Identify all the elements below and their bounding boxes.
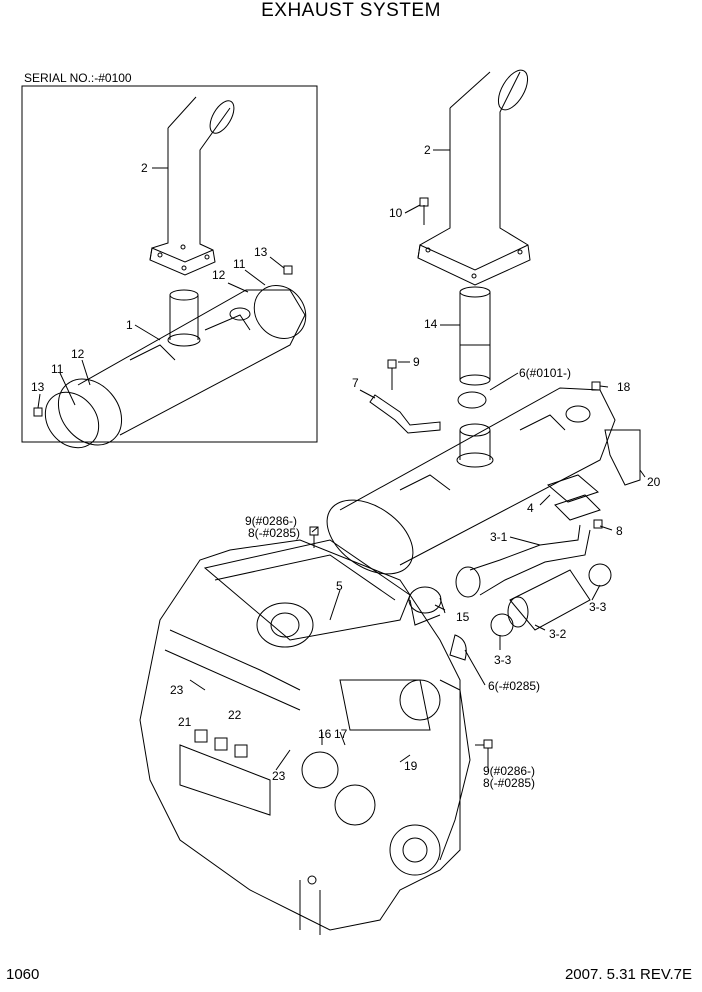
callout-6-later: 6(#0101-) bbox=[519, 366, 572, 380]
callout-7: 7 bbox=[352, 376, 359, 390]
leader-lines bbox=[37, 149, 646, 771]
callout-4: 4 bbox=[527, 501, 534, 515]
serial-note: SERIAL NO.:-#0100 bbox=[24, 71, 132, 85]
inset-frame bbox=[21, 85, 318, 443]
flex-pipe bbox=[455, 524, 591, 598]
callout-8: 8 bbox=[616, 524, 623, 538]
callout-8-serial-lower: 8(-#0285) bbox=[483, 776, 536, 790]
callout-14: 14 bbox=[424, 317, 438, 331]
callout-11-inset-right: 11 bbox=[233, 257, 246, 271]
callout-18: 18 bbox=[617, 380, 631, 394]
callout-22: 22 bbox=[228, 708, 242, 722]
clamp bbox=[449, 634, 467, 661]
bracket bbox=[369, 394, 441, 434]
main-muffler bbox=[326, 387, 616, 575]
callout-1: 1 bbox=[126, 318, 133, 332]
callout-21: 21 bbox=[178, 715, 192, 729]
callout-13-inset-right: 13 bbox=[254, 245, 268, 259]
callout-10: 10 bbox=[389, 206, 403, 220]
callout-23-bottom: 23 bbox=[272, 769, 286, 783]
callout-3-3-right: 3-3 bbox=[589, 600, 607, 614]
callout-9: 9 bbox=[413, 355, 420, 369]
side-bracket bbox=[604, 429, 641, 486]
pipe-sleeve bbox=[507, 569, 591, 631]
hose-clamp bbox=[490, 613, 514, 637]
inner-pipe bbox=[459, 286, 491, 386]
callout-17: 17 bbox=[334, 727, 348, 741]
callout-12-inset-left: 12 bbox=[71, 347, 85, 361]
callout-15: 15 bbox=[456, 610, 470, 624]
callout-16: 16 bbox=[318, 727, 332, 741]
bolt bbox=[483, 739, 493, 749]
callout-20: 20 bbox=[647, 475, 661, 489]
hose-clamp bbox=[588, 563, 612, 587]
callout-9-serial: 9(#0286-) bbox=[245, 514, 298, 528]
callout-9-serial-lower: 9(#0286-) bbox=[483, 764, 536, 778]
callout-6-earlier: 6(-#0285) bbox=[488, 679, 541, 693]
callout-23-top: 23 bbox=[170, 683, 184, 697]
revision-date: 2007. 5.31 REV.7E bbox=[564, 966, 692, 983]
callout-2: 2 bbox=[424, 143, 431, 157]
callout-3-1: 3-1 bbox=[490, 530, 508, 544]
callout-12-inset-right: 12 bbox=[212, 268, 226, 282]
inset-muffler bbox=[44, 285, 307, 449]
engine bbox=[139, 539, 471, 935]
bolt bbox=[33, 407, 43, 417]
flange bbox=[554, 494, 601, 521]
callout-3-2: 3-2 bbox=[549, 627, 567, 641]
bolt bbox=[593, 519, 603, 529]
callout-8-serial: 8(-#0285) bbox=[248, 526, 301, 540]
bolt bbox=[591, 381, 601, 391]
page-title: EXHAUST SYSTEM bbox=[261, 0, 441, 21]
callout-13-inset-left: 13 bbox=[31, 380, 45, 394]
callout-11-inset-left: 11 bbox=[51, 362, 64, 376]
inset-exhaust-stack bbox=[149, 96, 235, 276]
callout-3-3-left: 3-3 bbox=[494, 653, 512, 667]
bolt bbox=[387, 359, 397, 369]
exhaust-adapter bbox=[408, 586, 446, 626]
flange-gasket bbox=[547, 474, 599, 503]
callout-5: 5 bbox=[336, 579, 343, 593]
main-exhaust-stack bbox=[417, 69, 531, 286]
bolt bbox=[283, 265, 293, 275]
page-number: 1060 bbox=[6, 966, 40, 983]
callout-19: 19 bbox=[404, 759, 418, 773]
clamp bbox=[457, 391, 487, 409]
callout-2-inset: 2 bbox=[141, 161, 148, 175]
